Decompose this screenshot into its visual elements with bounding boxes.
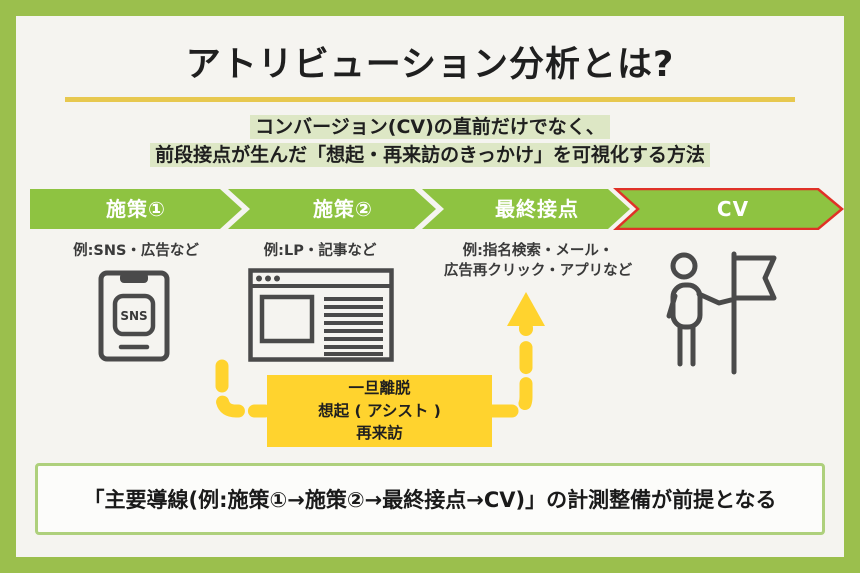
step-2-example: 例:LP・記事など <box>263 243 377 259</box>
article-image-placeholder <box>259 294 315 344</box>
step-3-example-line-1: 例:指名検索・メール・ <box>462 243 614 259</box>
subtitle-line-1: コンバージョン(CV)の直前だけでなく、 <box>16 115 844 140</box>
browser-dot-2 <box>265 275 271 282</box>
title-underline <box>65 97 795 102</box>
phone-notch <box>120 273 148 283</box>
browser-article-icon <box>248 268 394 362</box>
subtitle-line-2-text: 前段接点が生んだ「想起・再来訪のきっかけ」を可視化する方法 <box>150 143 710 168</box>
process-chevron-row <box>30 188 844 230</box>
browser-window <box>248 268 394 362</box>
return-arrow-stem <box>519 321 533 336</box>
sns-app-label: SNS <box>120 309 147 323</box>
person-torso <box>670 282 703 330</box>
footer-note-text: 「主要導線(例:施策①→施策②→最終接点→CV)」の計測整備が前提となる <box>83 488 777 512</box>
browser-dot-3 <box>274 275 280 282</box>
return-up-arrow-icon <box>507 292 545 326</box>
dashed-connector-left <box>215 359 272 418</box>
smartphone-sns-icon: SNS <box>98 270 170 362</box>
footer-note-box: 「主要導線(例:施策①→施策②→最終接点→CV)」の計測整備が前提となる <box>35 463 825 535</box>
person-left-arm <box>666 293 678 319</box>
dashed-connector-right <box>485 339 533 418</box>
page-title: アトリビューション分析とは? <box>185 45 675 85</box>
step-1-label: 施策① <box>106 197 166 221</box>
assist-line-dropoff: 一旦離脱 <box>348 379 411 398</box>
chevron-step-3 <box>422 189 630 229</box>
article-text-lines <box>324 297 383 356</box>
subtitle-line-1-text: コンバージョン(CV)の直前だけでなく、 <box>250 115 610 139</box>
assist-line-revisit: 再来訪 <box>356 424 403 443</box>
step-2-label: 施策② <box>313 197 373 221</box>
browser-dot-1 <box>256 275 262 282</box>
infographic-canvas: アトリビューション分析とは? コンバージョン(CV)の直前だけでなく、 前段接点… <box>16 16 844 557</box>
subtitle: コンバージョン(CV)の直前だけでなく、 前段接点が生んだ「想起・再来訪のきっか… <box>16 115 844 171</box>
assist-box: 一旦離脱 想起 ( アシスト ) 再来訪 <box>267 375 492 447</box>
assist-line-recall: 想起 ( アシスト ) <box>318 401 441 420</box>
chevron-step-2 <box>228 189 436 229</box>
sns-app-frame <box>112 293 156 337</box>
step-3-example: 例:指名検索・メール・ 広告再クリック・アプリなど <box>407 242 669 281</box>
person-head <box>670 252 698 280</box>
person-flag-icon <box>666 251 777 375</box>
chevron-step-cv-highlighted <box>613 188 844 230</box>
chevron-step-1 <box>30 189 242 229</box>
flag <box>731 255 777 301</box>
person-arm-to-pole <box>696 291 734 306</box>
step-3-example-line-2: 広告再クリック・アプリなど <box>443 262 633 279</box>
step-1-example: 例:SNS・広告など <box>73 243 199 259</box>
step-cv-label: CV <box>716 197 750 221</box>
step-3-label: 最終接点 <box>495 197 579 221</box>
subtitle-line-2: 前段接点が生んだ「想起・再来訪のきっかけ」を可視化する方法 <box>16 143 844 168</box>
